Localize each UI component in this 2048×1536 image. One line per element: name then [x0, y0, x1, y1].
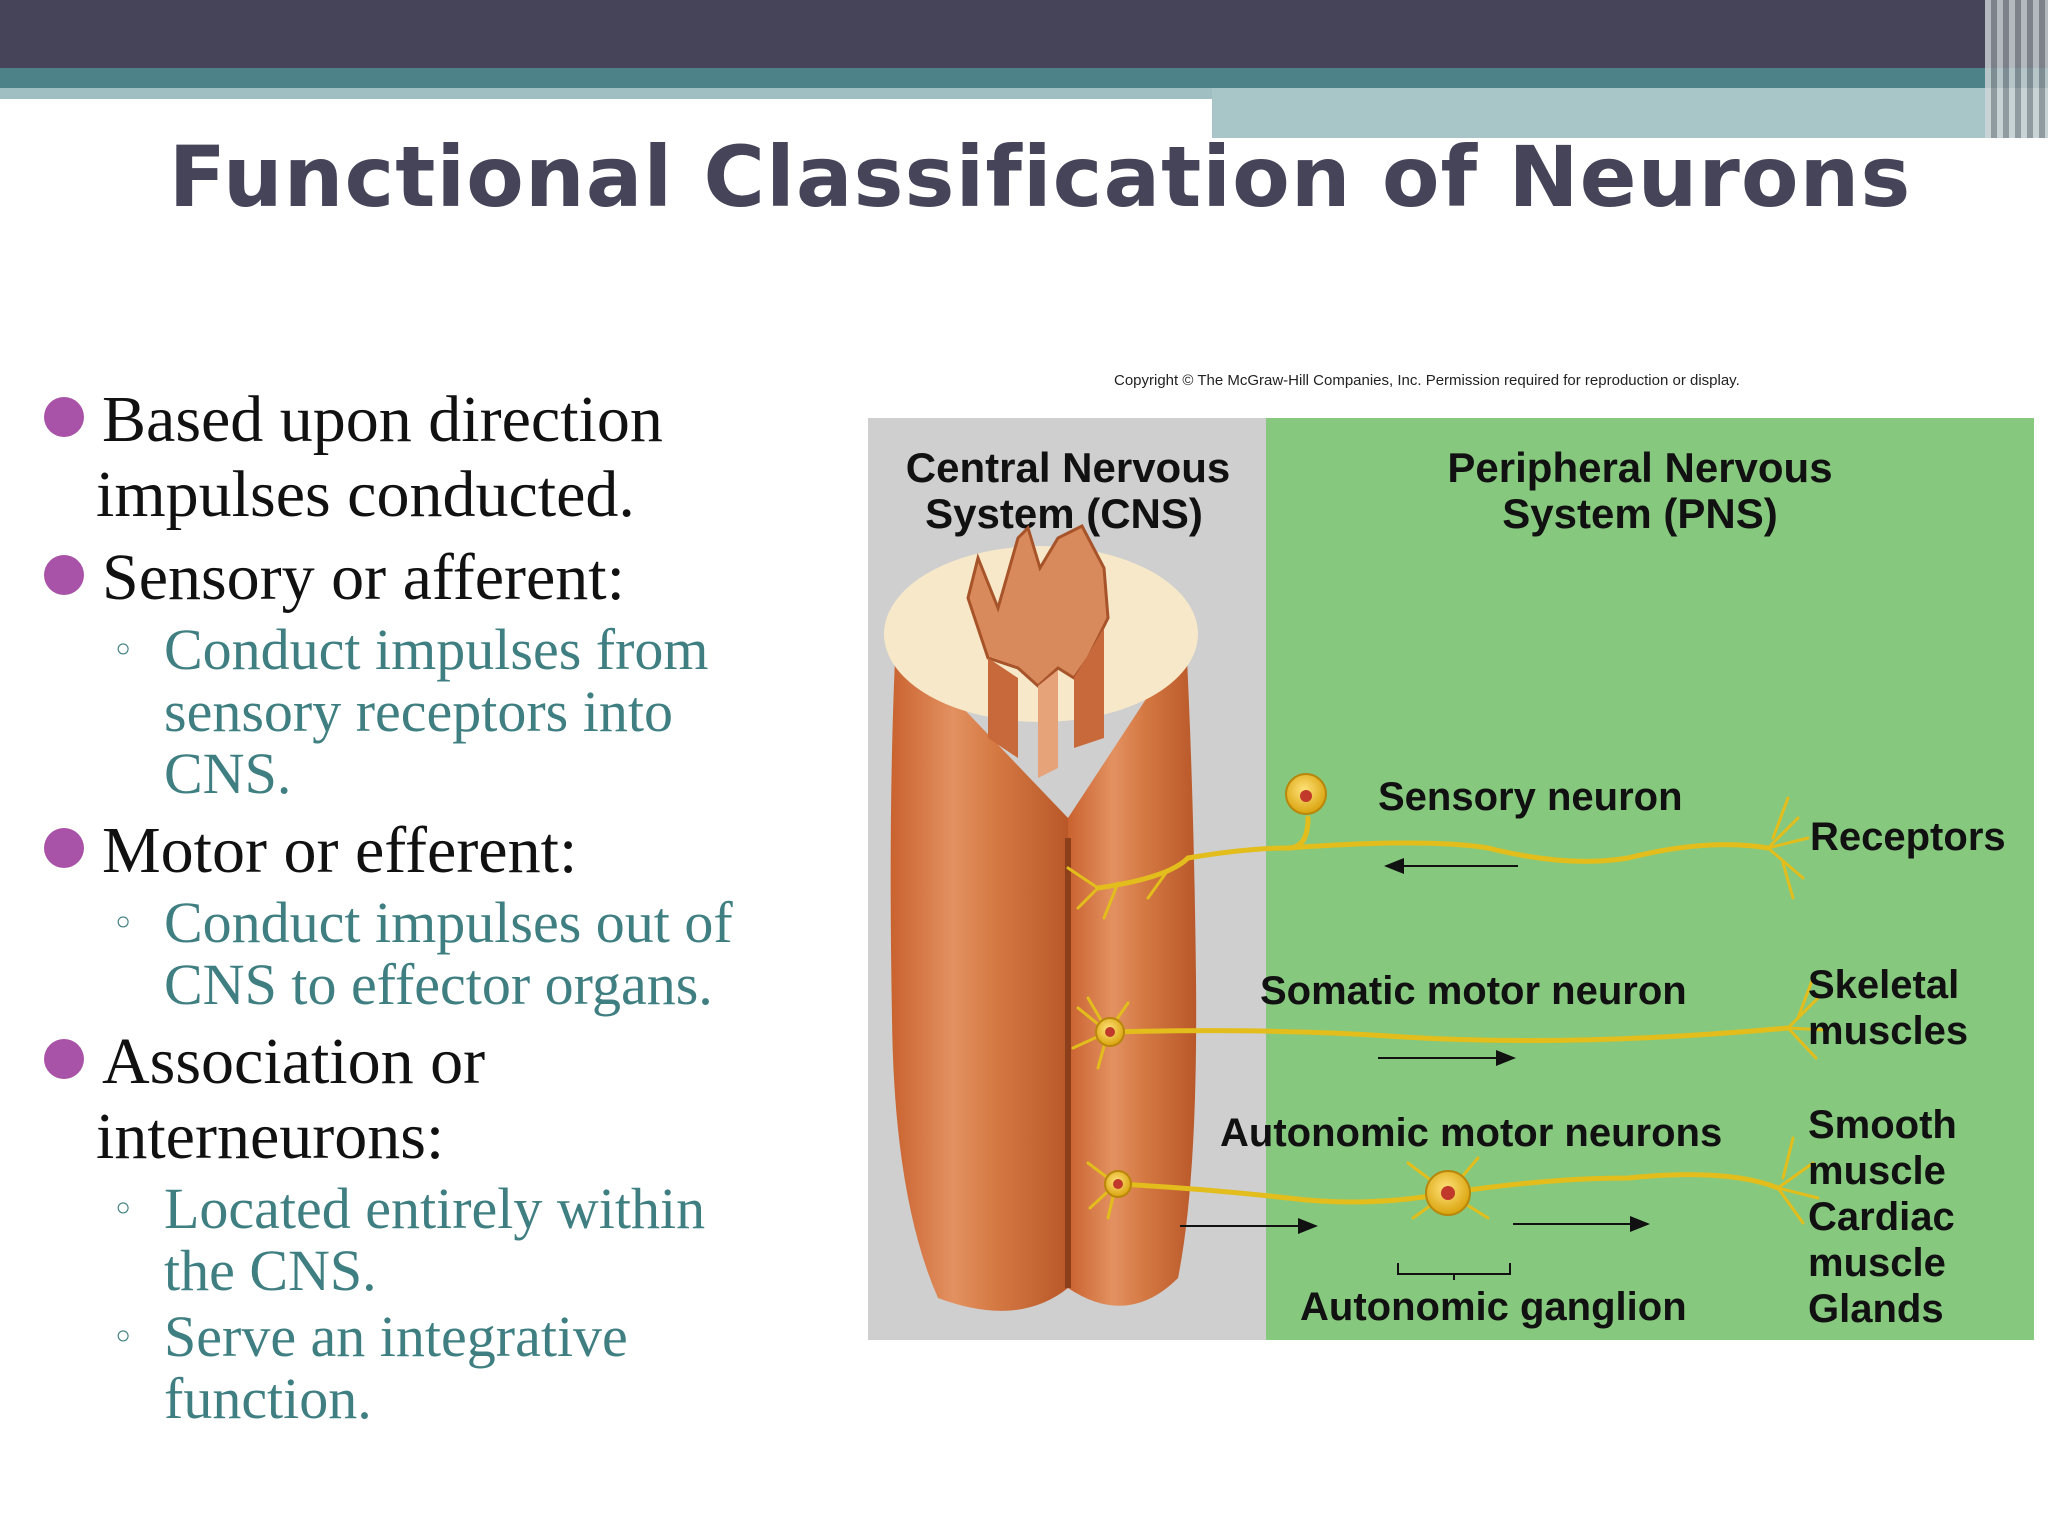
bullet-line: Sensory or afferent: — [102, 541, 625, 614]
effector-label: muscle — [1808, 1241, 1946, 1285]
bullet-line: interneurons: — [96, 1100, 445, 1173]
sub-bullet-item: ◦ Conduct impulses out of CNS to effecto… — [40, 892, 800, 1016]
bullet-line: Association or — [102, 1025, 486, 1098]
effector-label: Cardiac — [1808, 1195, 1955, 1239]
somatic-motor-neuron — [1071, 976, 1828, 1070]
sensory-neuron — [1066, 773, 1810, 920]
header-accent-stripe-light — [0, 88, 1212, 99]
bullet-list: Based upon direction impulses conducted.… — [40, 382, 800, 1430]
sub-bullet-line: Conduct impulses out of — [164, 890, 733, 955]
sub-bullet-line: function. — [164, 1366, 372, 1431]
bullet-item: Sensory or afferent: — [40, 540, 800, 615]
bullet-line: Motor or efferent: — [102, 814, 578, 887]
pns-panel — [1266, 418, 2034, 1340]
sub-bullet-item: ◦ Located entirely within the CNS. — [40, 1178, 800, 1302]
autonomic-motor-neurons — [1086, 1136, 1820, 1225]
sub-bullet-line: Conduct impulses from — [164, 617, 709, 682]
neuron-diagram: Central Nervous System (CNS) Peripheral … — [868, 418, 2034, 1340]
cns-label: Central Nervous — [906, 444, 1230, 491]
bullet-item: Motor or efferent: — [40, 813, 800, 888]
bullet-line: impulses conducted. — [96, 458, 635, 531]
pns-label: Peripheral Nervous — [1447, 444, 1832, 491]
bullet-dot-icon — [44, 828, 84, 868]
ganglion-bracket — [1397, 1263, 1511, 1280]
bullet-item: Association or interneurons: — [40, 1024, 800, 1174]
sub-bullet-item: ◦ Conduct impulses from sensory receptor… — [40, 619, 800, 805]
autonomic-motor-neurons-label: Autonomic motor neurons — [1220, 1111, 1722, 1155]
somatic-motor-neuron-label: Somatic motor neuron — [1260, 969, 1687, 1013]
sub-bullet-line: the CNS. — [164, 1238, 377, 1303]
pns-label: System (PNS) — [1502, 490, 1777, 537]
autonomic-ganglion-label: Autonomic ganglion — [1300, 1285, 1687, 1329]
bullet-dot-icon — [44, 555, 84, 595]
header-edge-lines — [1985, 0, 2048, 138]
ring-bullet-icon: ◦ — [112, 901, 135, 945]
receptors-label: Receptors — [1810, 815, 2006, 859]
skeletal-muscles-label: muscles — [1808, 1009, 1968, 1053]
cns-label: System (CNS) — [925, 490, 1203, 537]
header-accent-block — [1212, 88, 2048, 138]
spinal-cord-illustration — [884, 524, 1198, 1311]
ring-bullet-icon: ◦ — [112, 1315, 135, 1359]
sub-bullet-item: ◦ Serve an integrative function. — [40, 1306, 800, 1430]
sub-bullet-line: sensory receptors into — [164, 679, 673, 744]
skeletal-muscles-label: Skeletal — [1808, 963, 1959, 1007]
slide-title: Functional Classification of Neurons — [168, 128, 1912, 226]
effector-label: muscle — [1808, 1149, 1946, 1193]
figure-copyright: Copyright © The McGraw-Hill Companies, I… — [1114, 372, 1740, 389]
sensory-neuron-label: Sensory neuron — [1378, 775, 1683, 819]
ring-bullet-icon: ◦ — [112, 1187, 135, 1231]
sub-bullet-line: CNS. — [164, 741, 292, 806]
header-accent-stripe — [0, 68, 2048, 88]
sub-bullet-line: Serve an integrative — [164, 1304, 628, 1369]
sub-bullet-line: Located entirely within — [164, 1176, 706, 1241]
bullet-dot-icon — [44, 1039, 84, 1079]
header-bar — [0, 0, 2048, 68]
bullet-item: Based upon direction impulses conducted. — [40, 382, 800, 532]
effector-label: Glands — [1808, 1287, 1944, 1331]
sub-bullet-line: CNS to effector organs. — [164, 952, 713, 1017]
bullet-line: Based upon direction — [102, 383, 663, 456]
bullet-dot-icon — [44, 397, 84, 437]
effector-label: Smooth — [1808, 1103, 1957, 1147]
ring-bullet-icon: ◦ — [112, 628, 135, 672]
